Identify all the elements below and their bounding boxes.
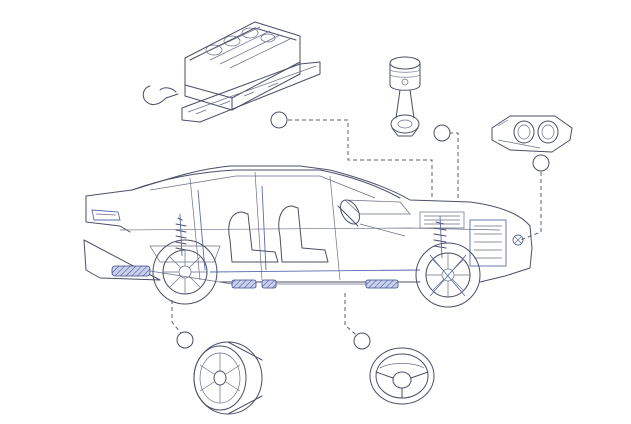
steering-callout[interactable] <box>353 332 371 350</box>
resonator <box>261 279 277 289</box>
front-suspension <box>419 211 507 267</box>
piston-callout[interactable] <box>433 124 451 142</box>
front-wheel <box>415 242 481 308</box>
leader-lines <box>171 119 542 341</box>
engine-leader <box>288 119 433 200</box>
headlight-leader <box>519 165 542 241</box>
rear-muffler <box>111 265 151 277</box>
steering-wheel-icon <box>369 347 435 405</box>
car-body <box>83 165 533 283</box>
wheel-callout[interactable] <box>176 331 194 349</box>
wheel-leader <box>171 300 186 339</box>
engine-block-icon <box>142 21 321 123</box>
engine-callout[interactable] <box>270 111 288 129</box>
wheel-rim-icon <box>193 341 263 415</box>
rear-wheel <box>152 239 218 305</box>
piston-leader <box>442 132 459 200</box>
piston-icon <box>389 56 421 137</box>
headlight-icon <box>491 115 573 153</box>
steering-leader <box>344 293 363 341</box>
underbody-components <box>111 265 399 289</box>
center-muffler <box>231 279 257 289</box>
catalytic-converter <box>365 279 399 289</box>
headlight-callout[interactable] <box>532 154 550 172</box>
